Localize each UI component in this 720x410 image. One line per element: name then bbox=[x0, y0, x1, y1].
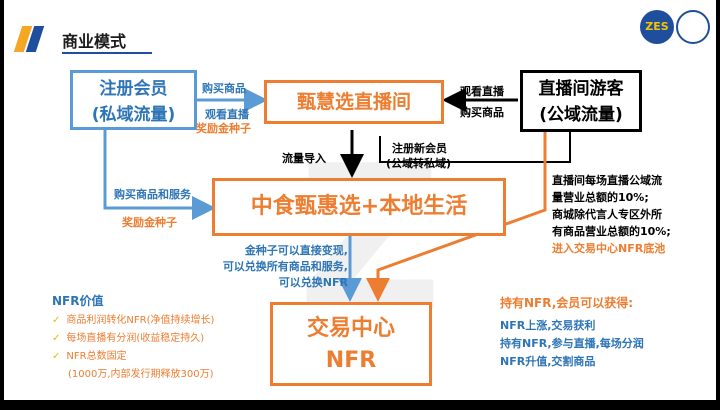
title-underline bbox=[62, 52, 152, 54]
holder-benefit: NFR上涨,交易获利 bbox=[500, 319, 596, 332]
page-title: 商业模式 bbox=[62, 32, 127, 51]
brand-logo: ZES bbox=[640, 10, 674, 44]
label-reward-seed: 奖励金种子 bbox=[196, 122, 251, 135]
note-line: 有商品营业总额的10%; bbox=[552, 225, 671, 238]
node-visitor-title: 直播间游客 bbox=[538, 79, 624, 99]
note-line: 商城除代言人专区外所 bbox=[552, 208, 662, 221]
revenue-note: 直播间每场直播公域流 量营业总额的10%; 商城除代言人专区外所 有商品营业总额… bbox=[552, 172, 671, 257]
arrow-visitor-to-exchange bbox=[366, 132, 547, 302]
check-icon: ✓ bbox=[52, 351, 61, 362]
note-line-highlight: 进入交易中心NFR底池 bbox=[552, 242, 666, 255]
arrow-registered-to-main bbox=[103, 130, 216, 220]
node-live-room: 甄慧选直播间 bbox=[264, 80, 444, 124]
label-seed-exchange: 可以兑换所有商品和服务, bbox=[222, 260, 348, 273]
holder-benefit: NFR升值,交割商品 bbox=[500, 355, 596, 368]
label-reward-seed-2: 奖励金种子 bbox=[122, 216, 177, 229]
check-icon: ✓ bbox=[52, 315, 61, 326]
nfr-value-title: NFR价值 bbox=[52, 294, 104, 308]
holder-benefit: 持有NFR,参与直播,每场分润 bbox=[500, 337, 644, 350]
label-seed-nfr: 可以兑换NFR bbox=[278, 276, 348, 289]
nfr-value-item: ✓商品利润转化NFR(净值持续增长) bbox=[52, 315, 215, 326]
label-seed-cash: 金种子可以直接变现, bbox=[244, 244, 348, 257]
nfr-value-item: ✓NFR总数固定 bbox=[52, 351, 127, 362]
node-exchange-title: 交易中心 bbox=[306, 316, 395, 341]
frame-right bbox=[716, 0, 720, 410]
check-icon: ✓ bbox=[52, 333, 61, 344]
partner-logo bbox=[676, 10, 710, 44]
nfr-holder-benefits: 持有NFR,会员可以获得: NFR上涨,交易获利 持有NFR,参与直播,每场分润… bbox=[500, 294, 644, 371]
nfr-value-subnote: (1000万,内部发行期释放300万) bbox=[68, 369, 214, 380]
node-main-platform: 中食甄惠选+本地生活 bbox=[212, 178, 506, 236]
node-visitor-subtitle: (公域流量) bbox=[539, 105, 623, 125]
arrow-visitor-to-registered bbox=[379, 132, 571, 163]
note-line: 直播间每场直播公域流 bbox=[552, 174, 662, 187]
node-registered-title: 注册会员 bbox=[99, 79, 168, 99]
label-watch-live: 观看直播 bbox=[205, 108, 249, 121]
label-visitor-buy: 购买商品 bbox=[460, 106, 504, 119]
label-buy-goods: 购买商品 bbox=[202, 82, 246, 95]
label-public-to-private: (公域转私域) bbox=[386, 157, 452, 170]
nfr-value-panel: NFR价值 ✓商品利润转化NFR(净值持续增长) ✓每场直播有分润(收益稳定持久… bbox=[52, 292, 214, 384]
note-line: 量营业总额的10%; bbox=[552, 191, 649, 204]
node-live-visitor: 直播间游客 (公域流量) bbox=[520, 70, 642, 132]
node-exchange-subtitle: NFR bbox=[325, 348, 377, 373]
label-buy-goods-services: 购买商品和服务 bbox=[114, 188, 191, 201]
label-traffic-import: 流量导入 bbox=[282, 152, 326, 165]
frame-left bbox=[0, 0, 4, 410]
holder-title: 持有NFR,会员可以获得: bbox=[500, 296, 634, 310]
label-visitor-watch: 观看直播 bbox=[460, 85, 504, 98]
node-registered-subtitle: (私域流量) bbox=[91, 105, 176, 125]
nfr-value-item: ✓每场直播有分润(收益稳定持久) bbox=[52, 333, 205, 344]
frame-bottom bbox=[0, 400, 720, 410]
label-register-new: 注册新会员 bbox=[392, 142, 447, 155]
node-registered-member: 注册会员 (私域流量) bbox=[70, 70, 197, 130]
node-exchange-center: 交易中心 NFR bbox=[270, 302, 432, 386]
